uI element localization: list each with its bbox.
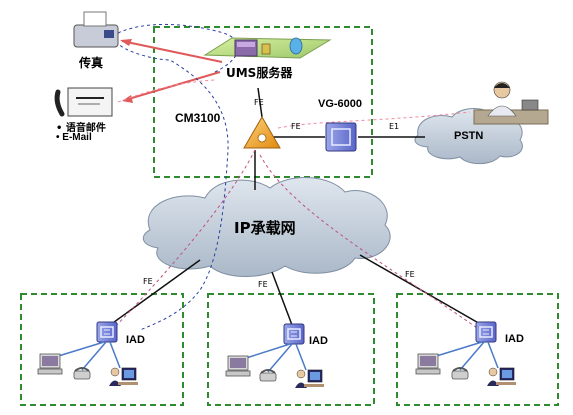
access-site-box-3 [396, 293, 559, 406]
ip-to-iad1-link [109, 259, 201, 326]
ums-to-cm-link [257, 87, 263, 118]
site2-user-icon [294, 369, 325, 389]
fe-label-site3: FE [405, 270, 415, 279]
vg6000-port-icon [331, 128, 351, 146]
iad-label-3: IAD [505, 333, 524, 345]
signal-path-pink-4 [111, 149, 256, 331]
iad-icon-2 [283, 323, 305, 345]
envelope-icon [67, 87, 113, 117]
pstn-label: PSTN [454, 130, 484, 142]
ums-to-fax-arrow [121, 40, 223, 63]
signal-path-pink-1 [117, 79, 216, 103]
access-site-box-1 [20, 293, 184, 406]
vg6000-gateway-icon [325, 122, 357, 152]
pstn-phone-icon [521, 99, 539, 111]
iad-icon-3 [475, 321, 497, 343]
ums-server-panel-icon [237, 42, 255, 47]
ums-to-fax-arrowhead [120, 39, 132, 46]
site3-user-icon [486, 367, 517, 387]
ip-network-cloud [142, 177, 391, 277]
fe-label-ums: FE [254, 98, 264, 107]
voicemail-label: • 语音邮件 [56, 123, 106, 134]
core-site-box [153, 26, 373, 178]
handset-icon [54, 89, 65, 117]
site3-pc-icon [415, 353, 441, 375]
cm3100-gear-icon [257, 133, 267, 143]
access-site-box-2 [207, 293, 375, 406]
fe-label-site1: FE [143, 277, 153, 286]
site2-pc-icon [225, 355, 251, 377]
ip-network-label: IP承载网 [234, 219, 296, 237]
site1-pc-icon [37, 353, 63, 375]
fe-label-site2: FE [258, 280, 268, 289]
signal-path-pink-2 [277, 111, 471, 129]
cm3100-softswitch-icon [243, 116, 281, 149]
signal-path-pink-3 [259, 154, 481, 331]
iad-icon-1 [96, 321, 118, 343]
site3-links [429, 341, 499, 371]
signal-path-blue [115, 23, 239, 331]
ip-to-iad2-link [271, 271, 293, 326]
fax-label: 传真 [79, 56, 104, 70]
ums-to-mail-arrowhead [122, 95, 133, 103]
iad-label-1: IAD [126, 334, 145, 346]
email-label: • E-Mail [56, 132, 92, 143]
fe-label-vg: FE [291, 122, 301, 131]
iad-label-2: IAD [309, 335, 328, 347]
ums-label: UMS服务器 [226, 66, 293, 80]
site1-user-icon [108, 367, 139, 387]
pstn-user-hair-icon [494, 83, 510, 88]
fax-paper-icon [83, 11, 107, 27]
fax-keypad-icon [104, 30, 114, 38]
ums-storage-icon [261, 43, 271, 55]
vg6000-label: VG-6000 [318, 98, 363, 110]
e1-label: E1 [389, 122, 400, 131]
site2-links [239, 343, 307, 373]
pstn-user-body-icon [487, 105, 517, 117]
ums-database-icon [289, 37, 303, 55]
cm3100-label: CM3100 [175, 111, 221, 125]
site1-links [51, 341, 121, 371]
